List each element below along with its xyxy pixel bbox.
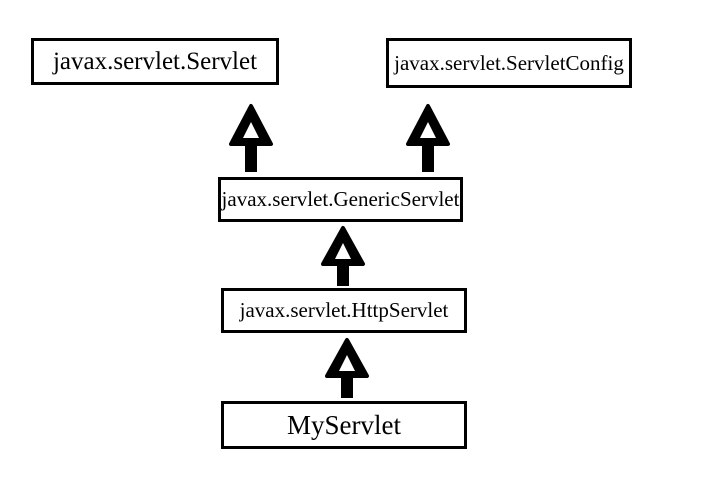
generalization-arrow-httpservlet-to-genericservlet [319,226,367,288]
generalization-arrow-icon [321,226,365,286]
class-box-httpservlet[interactable]: javax.servlet.HttpServlet [221,288,467,333]
class-box-servletconfig-label: javax.servlet.ServletConfig [394,50,624,75]
class-box-servlet-label: javax.servlet.Servlet [52,48,258,75]
class-box-myservlet-label: MyServlet [287,409,401,440]
class-box-myservlet[interactable]: MyServlet [221,401,467,449]
generalization-arrow-icon [325,338,369,398]
generalization-arrow-icon [406,104,450,172]
generalization-arrow-myservlet-to-httpservlet [323,338,371,400]
class-box-httpservlet-label: javax.servlet.HttpServlet [239,298,449,322]
class-box-servlet[interactable]: javax.servlet.Servlet [31,38,279,85]
generalization-arrow-genericservlet-to-servlet [227,104,275,174]
generalization-arrow-icon [229,104,273,172]
class-box-genericservlet[interactable]: javax.servlet.GenericServlet [218,177,463,222]
class-box-genericservlet-label: javax.servlet.GenericServlet [221,187,460,211]
generalization-arrow-genericservlet-to-servletconfig [404,104,452,174]
class-box-servletconfig[interactable]: javax.servlet.ServletConfig [386,38,632,88]
